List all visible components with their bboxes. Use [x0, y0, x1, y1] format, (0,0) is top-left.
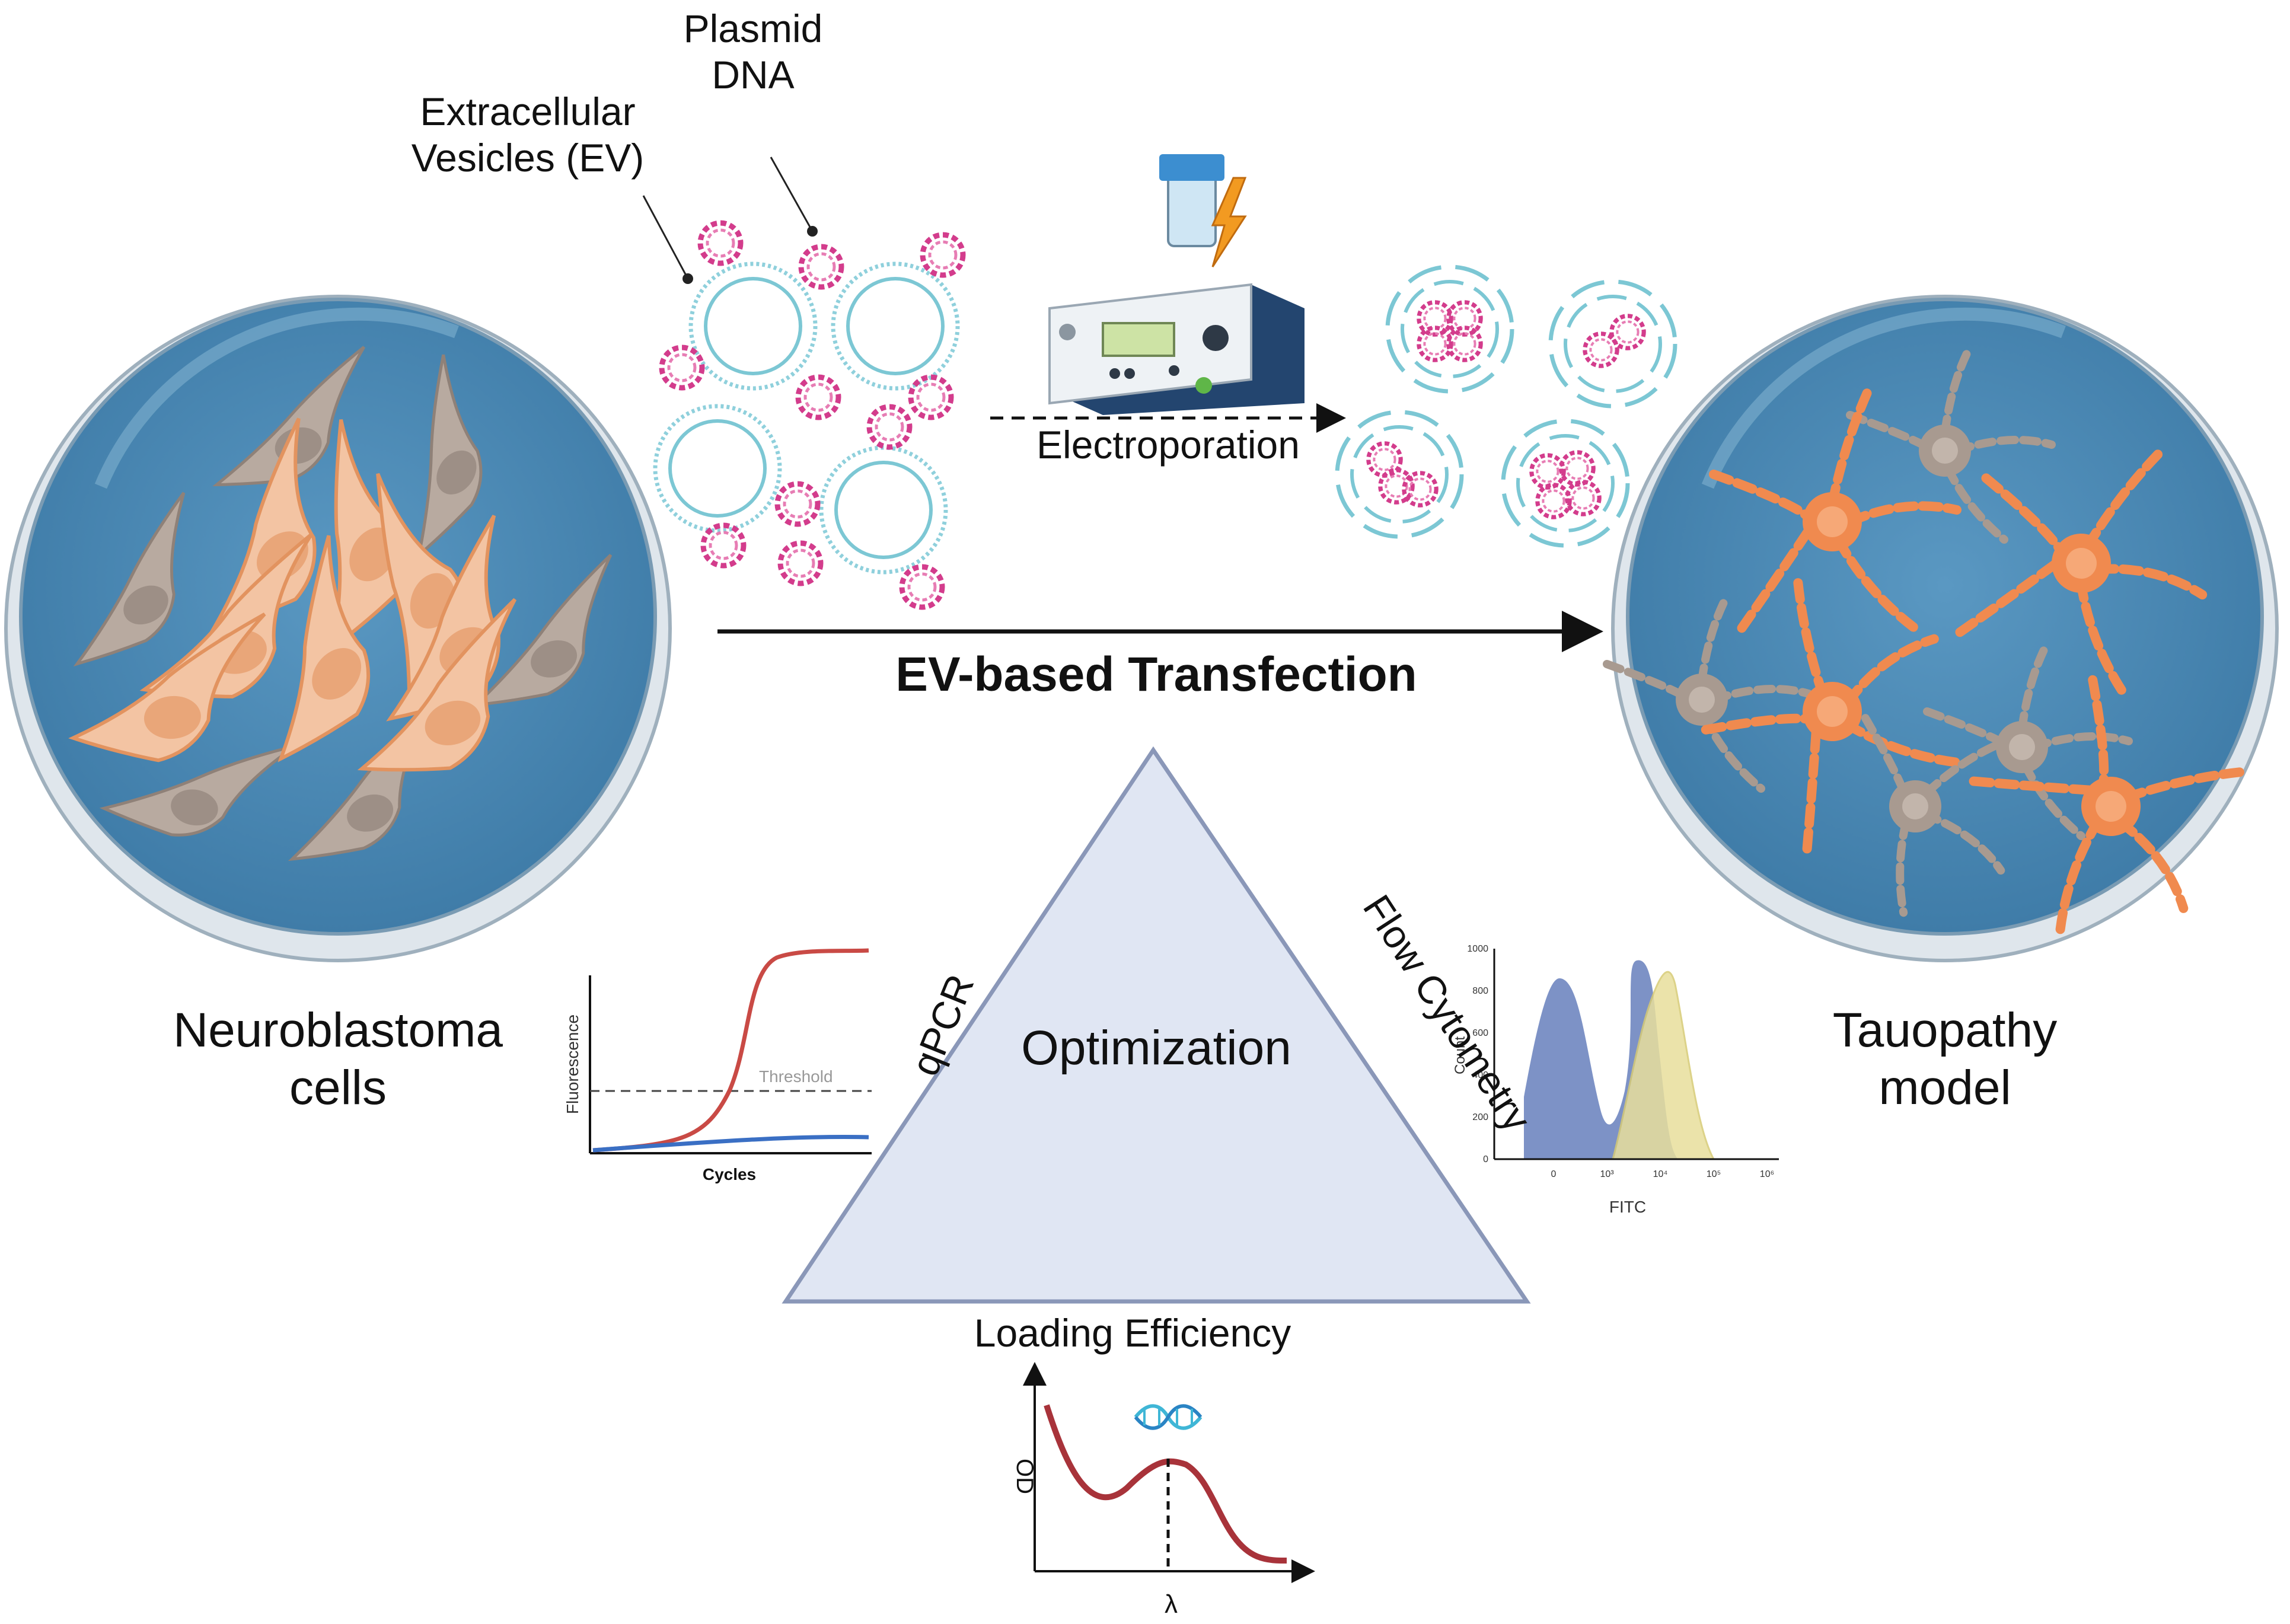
flow-xtick-4: 10⁶ — [1760, 1169, 1774, 1179]
optimization-label: Optimization — [1021, 1021, 1291, 1075]
electroporation-label: Electroporation — [1036, 423, 1300, 467]
qpcr-plot: Threshold Fluorescence Cycles — [563, 948, 872, 1183]
flow-ytick-2: 400 — [1472, 1070, 1488, 1080]
loading-efficiency-label: Loading Efficiency — [974, 1311, 1291, 1355]
od-curve — [1044, 1404, 1287, 1564]
ev-leader-line — [642, 195, 689, 279]
flow-stained-histogram — [1612, 971, 1715, 1160]
flow-ytick-1: 200 — [1472, 1112, 1488, 1122]
left-petri-dish — [4, 295, 672, 962]
qpcr-x-label: Cycles — [703, 1165, 756, 1183]
extracellular-vesicles-group — [655, 264, 958, 572]
transfection-label: EV-based Transfection — [895, 647, 1417, 701]
flow-xtick-2: 10⁴ — [1653, 1169, 1668, 1179]
plasmid-leader-line — [770, 157, 814, 232]
tauopathy-label: Tauopathy model — [1832, 1003, 2058, 1115]
optimization-triangle — [782, 746, 1531, 1304]
qpcr-amplified-curve — [592, 948, 869, 1153]
flow-ytick-4: 800 — [1472, 986, 1488, 996]
electroporator-icon — [1048, 154, 1305, 415]
flow-y-label: Count — [1452, 1036, 1468, 1074]
neuroblastoma-label: Neuroblastoma cells — [173, 1003, 503, 1115]
dna-helix-icon — [1134, 1404, 1203, 1430]
flow-ytick-5: 1000 — [1467, 944, 1488, 954]
flow-xtick-1: 10³ — [1600, 1169, 1614, 1179]
od-spectrum-plot: OD λ — [1012, 1362, 1315, 1619]
flow-cytometry-plot: 0 200 400 600 800 1000 0 10³ 10⁴ 10⁵ 10⁶… — [1452, 944, 1779, 1216]
flow-xtick-3: 10⁵ — [1707, 1169, 1721, 1179]
right-petri-dish — [1607, 295, 2286, 971]
qpcr-y-label: Fluorescence — [563, 1014, 582, 1114]
plasmid-dna-label: Plasmid DNA — [683, 7, 823, 97]
loaded-evs-group — [1335, 264, 1677, 548]
extracellular-vesicles-label: Extracellular Vesicles (EV) — [411, 90, 645, 180]
od-x-label: λ — [1165, 1590, 1178, 1619]
flow-ytick-3: 600 — [1472, 1028, 1488, 1038]
flow-ytick-0: 0 — [1483, 1154, 1488, 1164]
plasmid-dna-group — [662, 223, 963, 607]
od-y-label: OD — [1012, 1459, 1038, 1494]
flow-xtick-0: 0 — [1551, 1169, 1557, 1179]
flow-x-label: FITC — [1609, 1198, 1646, 1216]
qpcr-baseline-curve — [592, 1134, 869, 1153]
qpcr-threshold-label: Threshold — [759, 1067, 833, 1086]
